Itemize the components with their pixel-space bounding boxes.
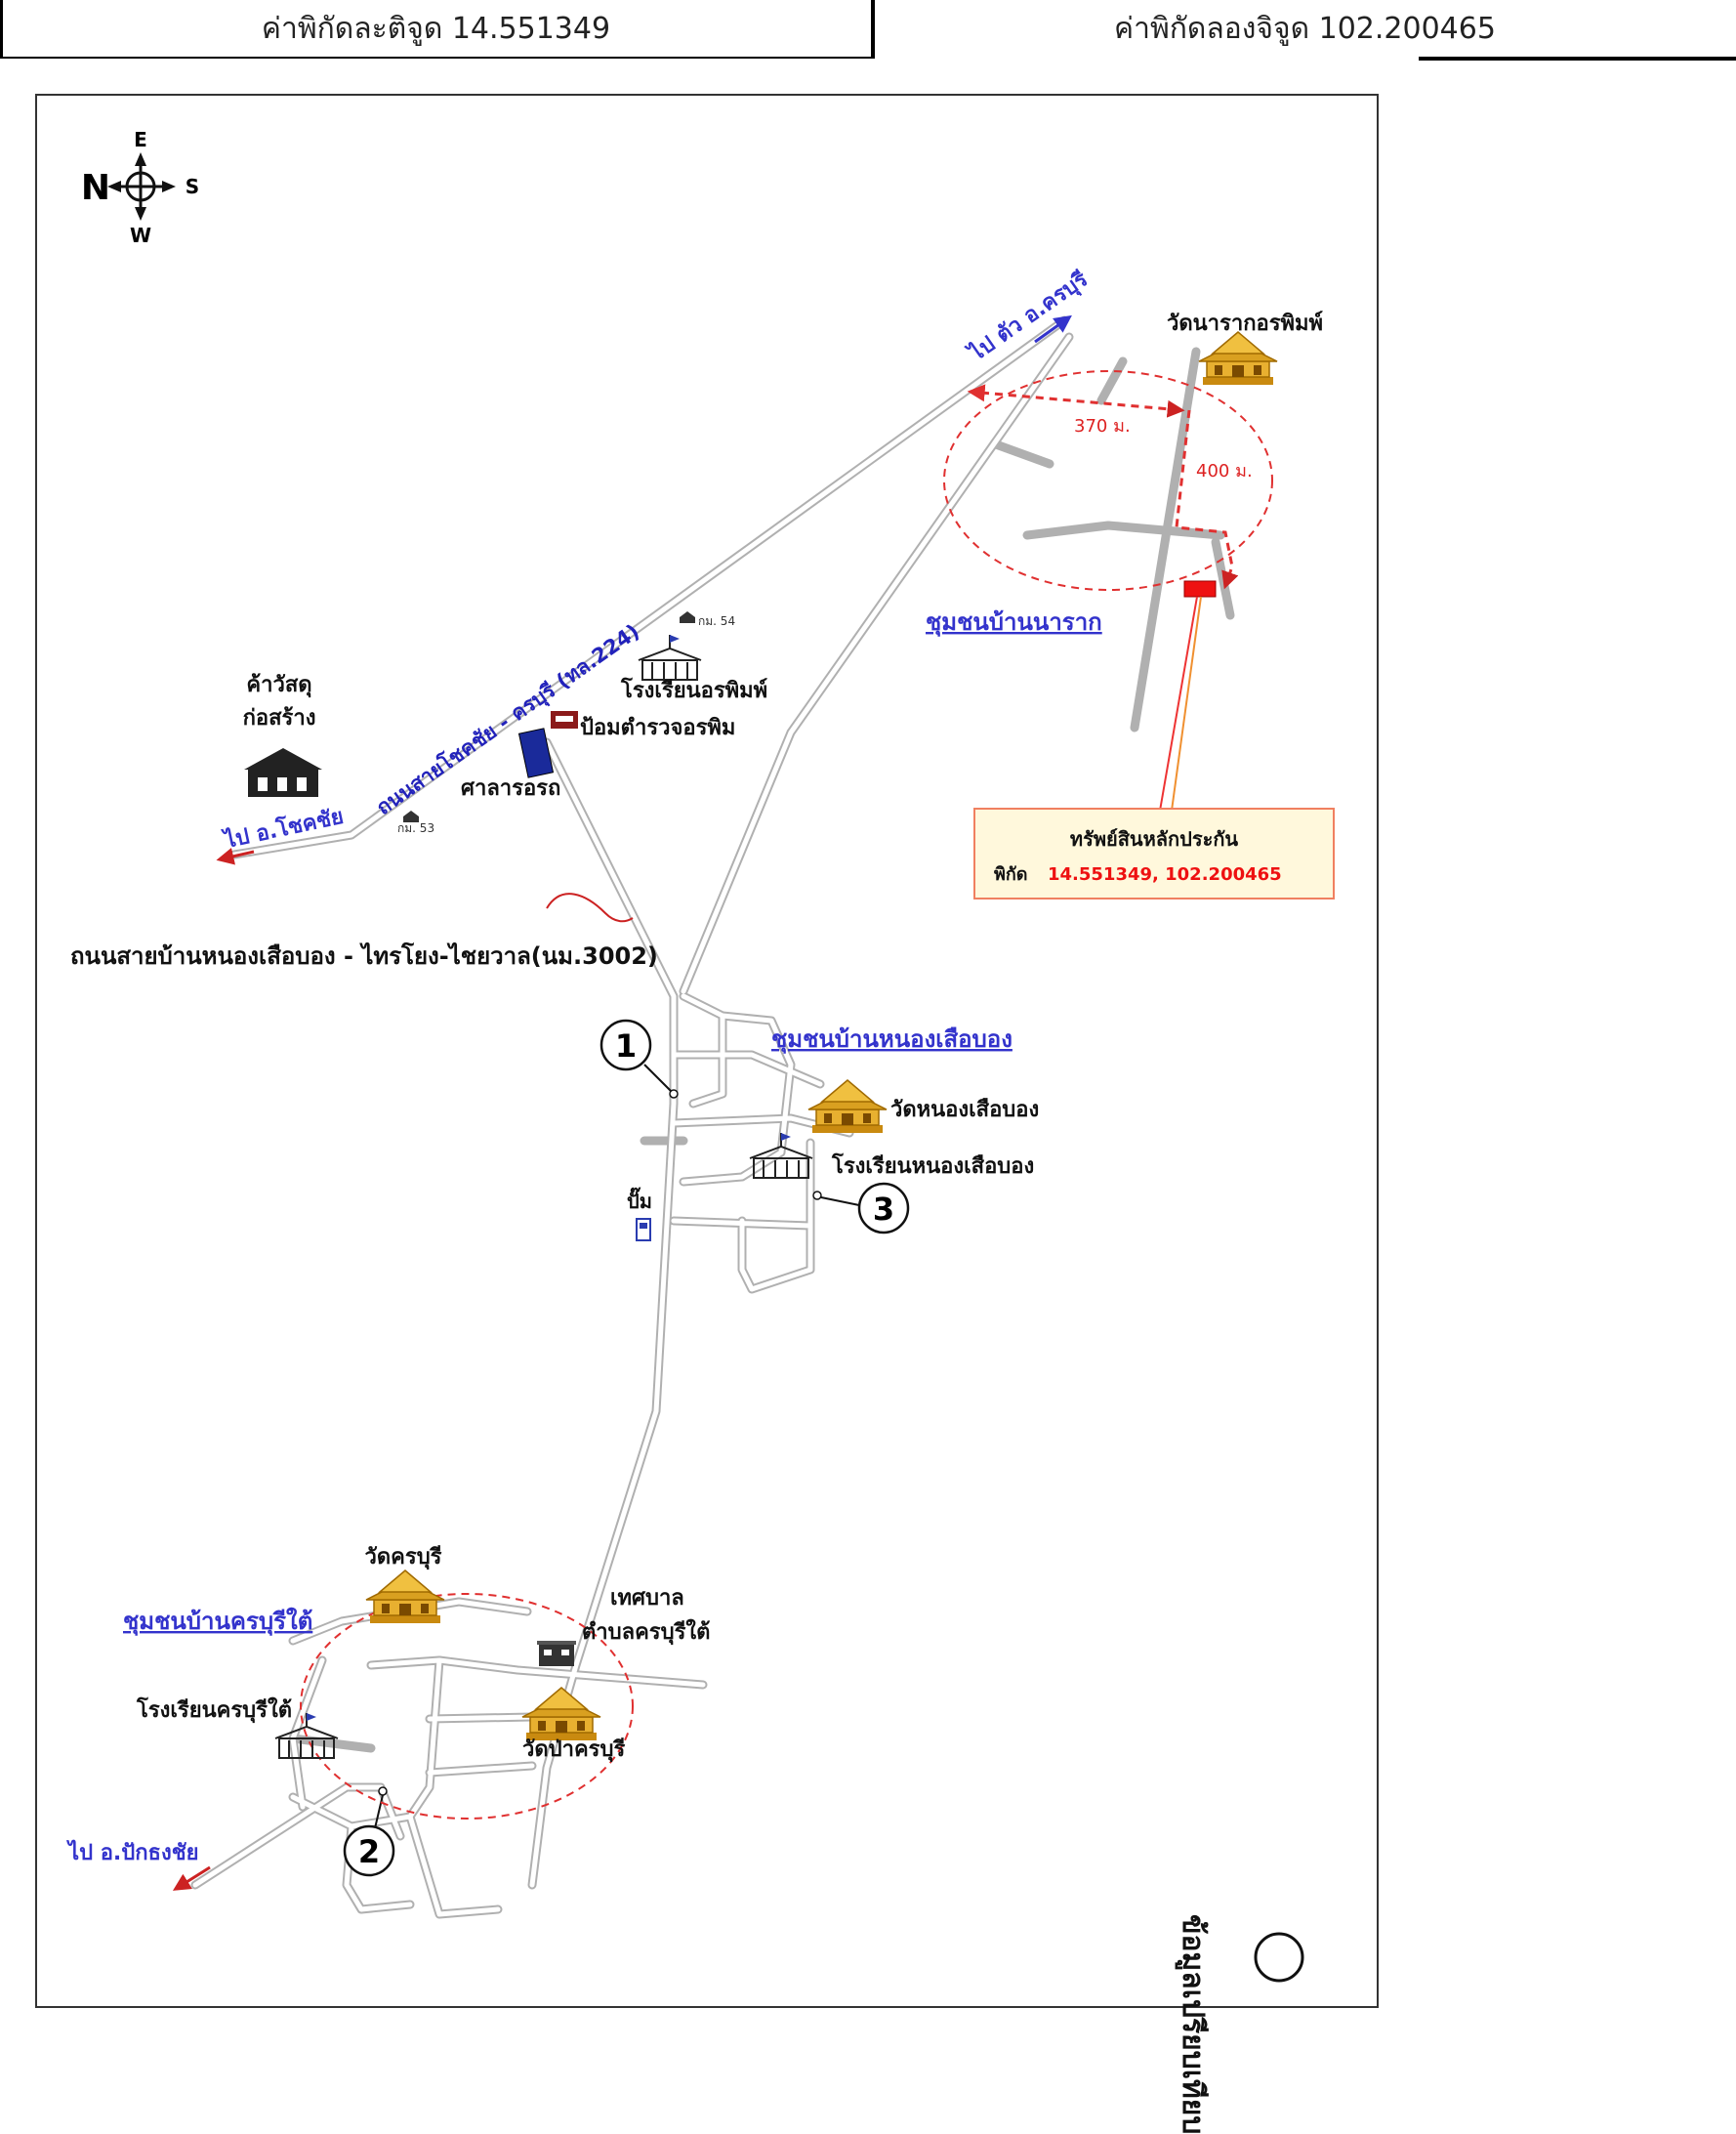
km54-label: กม. 54 xyxy=(698,614,735,628)
compass-south-label: S xyxy=(186,175,199,198)
nararak-area-circle xyxy=(943,370,1273,591)
police-post-icon xyxy=(551,711,578,729)
to-khonburi-label: ไป ตัว อ.ครบุรี xyxy=(963,266,1093,368)
wat-khonburi-label: วัดครบุรี xyxy=(365,1545,442,1570)
bus-shelter-icon xyxy=(517,728,555,778)
dimension-400m xyxy=(1175,409,1239,590)
compass-north-label: N xyxy=(81,168,110,208)
arrow-to-khonburi xyxy=(1034,314,1072,344)
collateral-box xyxy=(973,808,1335,900)
longitude-label: ค่าพิกัดลองจิจูด 102.200465 xyxy=(1114,11,1496,46)
community-nongsuebong-label: ชุมชนบ้านหนองเสือบอง xyxy=(771,1025,1013,1055)
village-road-2 xyxy=(669,1050,825,1089)
road-3002-label: ถนนสายบ้านหนองเสือบอง - ไทรโยง-ไชยวาล(นม… xyxy=(70,941,658,970)
comparison-legend-label: ข้อมูลเปรียบเทียบ xyxy=(1176,1914,1210,2134)
latitude-label: ค่าพิกัดละติจูด 14.551349 xyxy=(0,0,872,59)
collateral-title: ทรัพย์สินหลักประกัน xyxy=(1070,827,1239,851)
gas-station-label: ปั๊ม xyxy=(627,1187,652,1213)
municipality-line1: เทศบาล xyxy=(610,1586,684,1611)
hardware-store-line2: ก่อสร้าง xyxy=(243,706,316,731)
bus-shelter-label: ศาลารอรถ xyxy=(461,776,560,801)
school-orapim-icon xyxy=(638,634,702,681)
collateral-coords: 14.551349, 102.200465 xyxy=(1048,864,1282,885)
marker-1: 1 xyxy=(599,1019,679,1099)
marker-2-label: 2 xyxy=(358,1833,380,1870)
nararak-branch-1 xyxy=(1096,356,1128,405)
header-divider xyxy=(871,0,875,59)
community-nararak-label: ชุมชนบ้านนาราก xyxy=(926,608,1102,638)
collateral-coord-label: พิกัด xyxy=(994,864,1027,885)
road-3002-pointer xyxy=(546,893,634,923)
distance-370-label: 370 ม. xyxy=(1074,416,1131,437)
wat-pa-khonburi-icon xyxy=(521,1687,601,1741)
wat-nararak-label: วัดนารากอรพิมพ์ xyxy=(1167,311,1323,336)
collateral-leader-1 xyxy=(1159,596,1198,812)
compass-west-label: W xyxy=(130,224,151,247)
municipality-icon xyxy=(537,1641,576,1666)
police-post-label: ป้อมตำรวจอรพิม xyxy=(580,716,735,740)
khonburi-tai-area-circle xyxy=(300,1593,634,1820)
collateral-marker xyxy=(1183,580,1217,598)
to-pakthongchai-label: ไป อ.ปักธงชัย xyxy=(66,1839,199,1865)
road-network xyxy=(190,315,1235,1919)
location-map: E W N S xyxy=(66,128,1335,1983)
arrow-to-chokchai xyxy=(216,848,255,865)
khonburi-road-9 xyxy=(288,1734,376,1753)
school-orapim-label: โรงเรียนอรพิมพ์ xyxy=(620,677,767,703)
compass-east-label: E xyxy=(134,128,147,151)
nararak-branch-3 xyxy=(1022,521,1225,540)
wat-nararak-icon xyxy=(1198,331,1278,386)
dimension-370m xyxy=(967,384,1185,418)
km53-marker-icon xyxy=(403,811,419,822)
marker-1-label: 1 xyxy=(615,1027,637,1065)
wat-nongsuebong-label: วัดหนองเสือบอง xyxy=(890,1098,1039,1122)
coordinate-header: ค่าพิกัดละติจูด 14.551349 ค่าพิกัดลองจิจ… xyxy=(0,0,1736,61)
nararak-road-main xyxy=(1130,347,1201,732)
wat-pa-khonburi-label: วัดป่าครบุรี xyxy=(522,1737,625,1763)
marker-3: 3 xyxy=(812,1182,910,1234)
gas-station-icon xyxy=(636,1218,651,1241)
hardware-store-line1: ค้าวัสดุ xyxy=(246,673,311,698)
header-right-underline xyxy=(1419,57,1736,61)
municipality-line2: ตำบลครบุรีใต้ xyxy=(582,1618,710,1646)
header-left-edge xyxy=(0,0,3,57)
distance-400-label: 400 ม. xyxy=(1196,461,1253,481)
wat-khonburi-icon xyxy=(365,1569,445,1624)
nararak-branch-4 xyxy=(1211,537,1235,620)
community-khonburi-tai-label: ชุมชนบ้านครบุรีใต้ xyxy=(123,1607,312,1637)
km53-label: กม. 53 xyxy=(397,821,434,835)
hardware-store-icon xyxy=(244,748,322,797)
school-khonburi-tai-label: โรงเรียนครบุรีใต้ xyxy=(136,1696,292,1724)
school-nongsuebong-label: โรงเรียนหนองเสือบอง xyxy=(831,1152,1034,1179)
km54-marker-icon xyxy=(680,611,695,623)
marker-3-label: 3 xyxy=(873,1191,894,1228)
arrow-to-pakthongchai xyxy=(172,1865,211,1891)
nararak-branch-2 xyxy=(991,439,1054,469)
marker-2: 2 xyxy=(343,1786,395,1877)
comparison-legend-symbol xyxy=(1254,1932,1304,1983)
collateral-leader-2 xyxy=(1171,596,1202,812)
compass-rose: E W N S xyxy=(81,128,199,247)
highway-224-road xyxy=(229,315,1069,859)
